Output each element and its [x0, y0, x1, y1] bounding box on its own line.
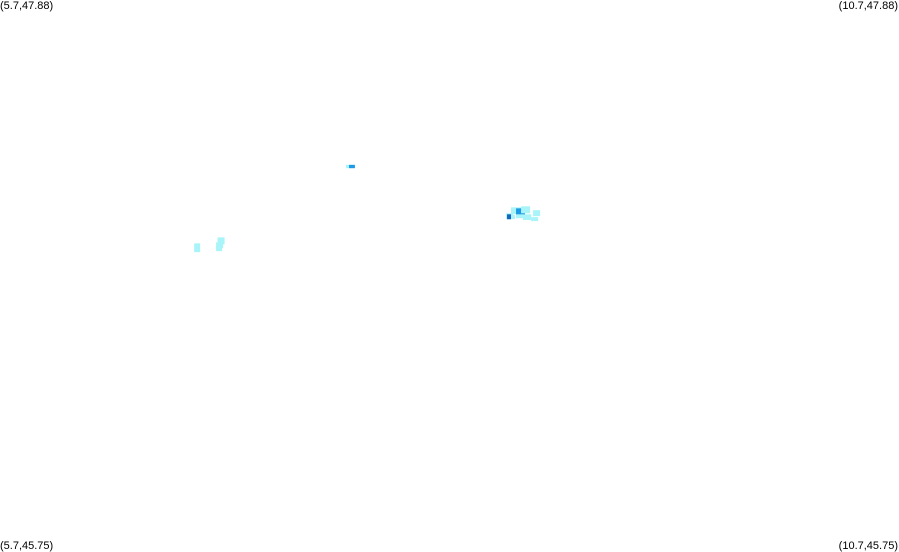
- corner-label-top-right: (10.7,47.88): [838, 0, 898, 12]
- heat-cell-light: [523, 216, 532, 221]
- corner-label-bottom-right: (10.7,45.75): [838, 540, 898, 552]
- heat-cell-light: [521, 206, 531, 214]
- heat-cell-light: [216, 242, 224, 249]
- heat-cell-light: [510, 207, 522, 215]
- corner-label-bottom-left: (5.7,45.75): [0, 540, 54, 552]
- heat-cell-light: [531, 217, 539, 222]
- heat-cell-light: [345, 164, 349, 169]
- corner-label-top-left: (5.7,47.88): [0, 0, 54, 12]
- heat-cell-strong: [516, 208, 526, 216]
- heat-cell-dark: [507, 214, 511, 220]
- heat-cell-light: [216, 246, 223, 252]
- heat-cell-light: [217, 237, 225, 245]
- heat-cell-light: [194, 243, 201, 253]
- heat-cell-strong: [348, 164, 355, 169]
- heat-cell-light: [510, 215, 515, 219]
- heat-cell-light: [533, 210, 541, 217]
